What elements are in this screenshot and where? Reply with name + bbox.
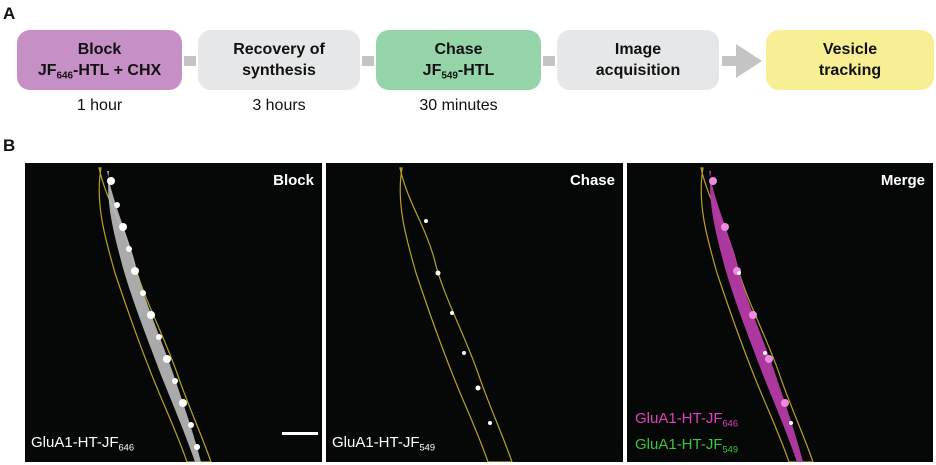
duration-recovery: 3 hours [252, 97, 306, 114]
step-tracking-line2: tracking [818, 62, 882, 79]
step-recovery-line2: synthesis [242, 62, 316, 79]
image-panel-chase: Chase GluA1-HT-JF549 [326, 163, 623, 462]
step-chase-reagent: JF549-HTL [422, 62, 495, 82]
label-block: GluA1-HT-JF646 [31, 434, 135, 453]
step-chase-box: Chase JF549-HTL [376, 30, 541, 90]
step-image-line2: acquisition [595, 62, 681, 79]
puncta [737, 271, 793, 425]
image-panel-merge: Merge GluA1-HT-JF646 GluA1-HT-JF549 [627, 163, 933, 462]
dendrite-outline [399, 167, 513, 462]
panel-title-block: Block [273, 172, 314, 189]
label-chase: GluA1-HT-JF549 [332, 434, 436, 453]
puncta [709, 177, 789, 407]
label-merge-549: GluA1-HT-JF549 [635, 436, 739, 455]
panel-a-label: A [3, 4, 16, 23]
step-image-line1: Image [614, 41, 662, 58]
panel-title-chase: Chase [569, 172, 615, 189]
step-tracking-box: Vesicle tracking [766, 30, 934, 90]
arrow-right-icon [722, 44, 762, 78]
step-block-box: Block JF646-HTL + CHX [17, 30, 182, 90]
panel-b-label: B [3, 136, 16, 155]
dendrite-image-merge [700, 167, 814, 462]
panel-title-merge: Merge [880, 172, 925, 189]
step-image-box: Image acquisition [557, 30, 719, 90]
dendrite-body [107, 171, 201, 462]
dendrite-image-chase [399, 167, 513, 462]
connector [184, 56, 196, 66]
step-block-reagent: JF646-HTL + CHX [37, 62, 162, 82]
connector [543, 56, 555, 66]
duration-block: 1 hour [76, 97, 123, 114]
image-panel-block: Block GluA1-HT-JF646 [25, 163, 322, 462]
dendrite-body [709, 171, 803, 462]
step-tracking-line1: Vesicle [822, 41, 878, 58]
connector [362, 56, 374, 66]
step-chase-title: Chase [434, 41, 483, 58]
duration-chase: 30 minutes [419, 97, 498, 114]
puncta [424, 219, 492, 425]
dendrite-image-block [98, 167, 212, 462]
step-block-title: Block [77, 41, 122, 58]
step-recovery-line1: Recovery of [233, 41, 325, 58]
step-recovery-box: Recovery of synthesis [198, 30, 360, 90]
label-merge-646: GluA1-HT-JF646 [635, 410, 739, 429]
puncta [107, 177, 200, 450]
scale-bar [282, 432, 318, 435]
